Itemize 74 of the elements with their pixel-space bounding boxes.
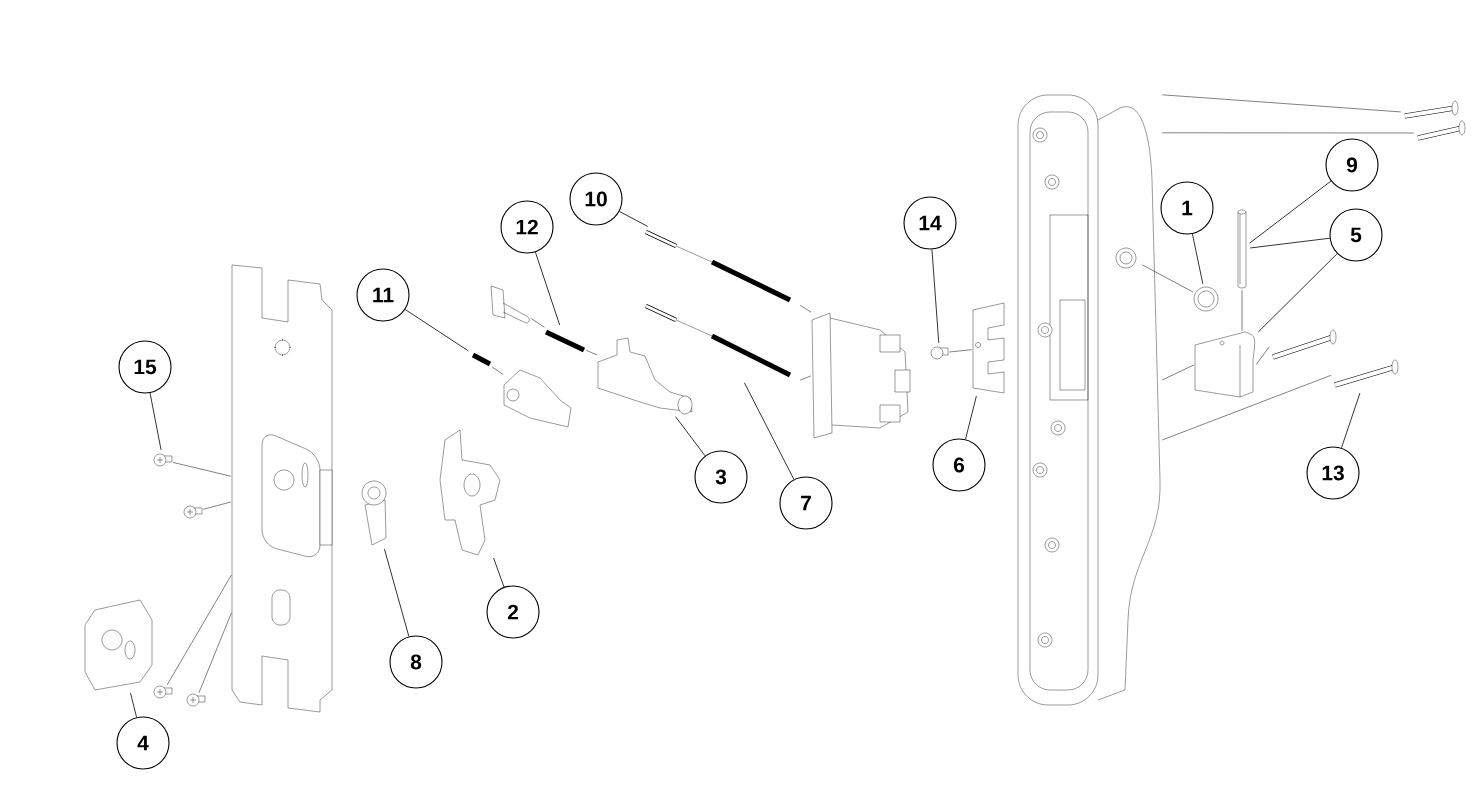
leader-line [493,557,505,588]
assembly-line [166,574,232,686]
leader-line [1341,392,1361,449]
assembly-line [198,612,232,694]
slotted-plate-drawing [972,302,1005,394]
assembly-line [585,350,598,356]
handle-block-drawing [1194,331,1255,398]
leader-line [931,249,940,344]
rod-with-spring-drawing [645,230,792,303]
leader-line [1249,180,1332,244]
leader-line [1257,253,1338,333]
callout-number: 4 [116,716,170,770]
cover-plate-drawing [84,599,153,691]
leader-line [404,309,469,352]
callout-number: 10 [569,172,623,226]
leader-line [965,395,977,440]
assembly-line [530,318,545,328]
mounting-plate-drawing [231,264,333,713]
screw-drawing [930,346,949,360]
assembly-line [1241,289,1243,332]
leader-line [535,251,561,326]
assembly-line [1161,132,1415,134]
lock-housing-drawing [1017,94,1161,706]
pin-drawing [1237,209,1247,289]
grommet-drawing [1193,286,1219,312]
spring-drawing [471,352,492,367]
assembly-line [1161,375,1332,441]
assembly-line [1141,264,1194,293]
assembly-line [1161,364,1195,381]
leader-line [149,392,162,451]
callout-number: 9 [1325,138,1379,192]
assembly-line [948,349,973,353]
assembly-line [491,366,504,375]
long-screw-drawing [1404,100,1459,119]
screw-drawing [153,685,173,699]
clip-drawing [490,285,530,324]
spring-drawing [544,329,586,353]
callout-number: 13 [1306,446,1360,500]
callout-number: 6 [932,438,986,492]
long-screw-drawing [1272,329,1337,360]
callout-number: 5 [1329,208,1383,262]
callout-number: 15 [118,340,172,394]
leader-line [1192,233,1204,285]
cam-drawing [439,429,501,556]
callout-number: 7 [779,476,833,530]
callout-number: 1 [1160,181,1214,235]
slider-drawing [597,337,693,415]
assembly-line [799,304,812,313]
screw-drawing [183,505,203,519]
leader-line [1249,237,1331,249]
leader-line [130,692,137,718]
assembly-line [799,375,812,381]
callout-number: 11 [356,268,410,322]
leader-line [744,382,795,480]
leader-line [675,416,706,457]
guide-frame-drawing [811,312,911,439]
handle-drawing [361,480,387,546]
callout-number: 8 [389,635,443,689]
long-screw-drawing [1334,359,1399,388]
leader-line [619,211,648,227]
assembly-line [1161,94,1402,113]
long-screw-drawing [1417,120,1466,141]
screw-drawing [186,693,206,707]
rod-with-spring-drawing [645,304,792,378]
callout-number: 2 [486,585,540,639]
assembly-line [172,462,232,477]
assembly-line [1255,346,1270,365]
callout-number: 12 [500,200,554,254]
lever-drawing [503,369,572,428]
leader-line [384,548,410,637]
screw-drawing [153,453,173,467]
callout-number: 3 [694,450,748,504]
assembly-line [202,501,232,510]
callout-number: 14 [903,196,957,250]
